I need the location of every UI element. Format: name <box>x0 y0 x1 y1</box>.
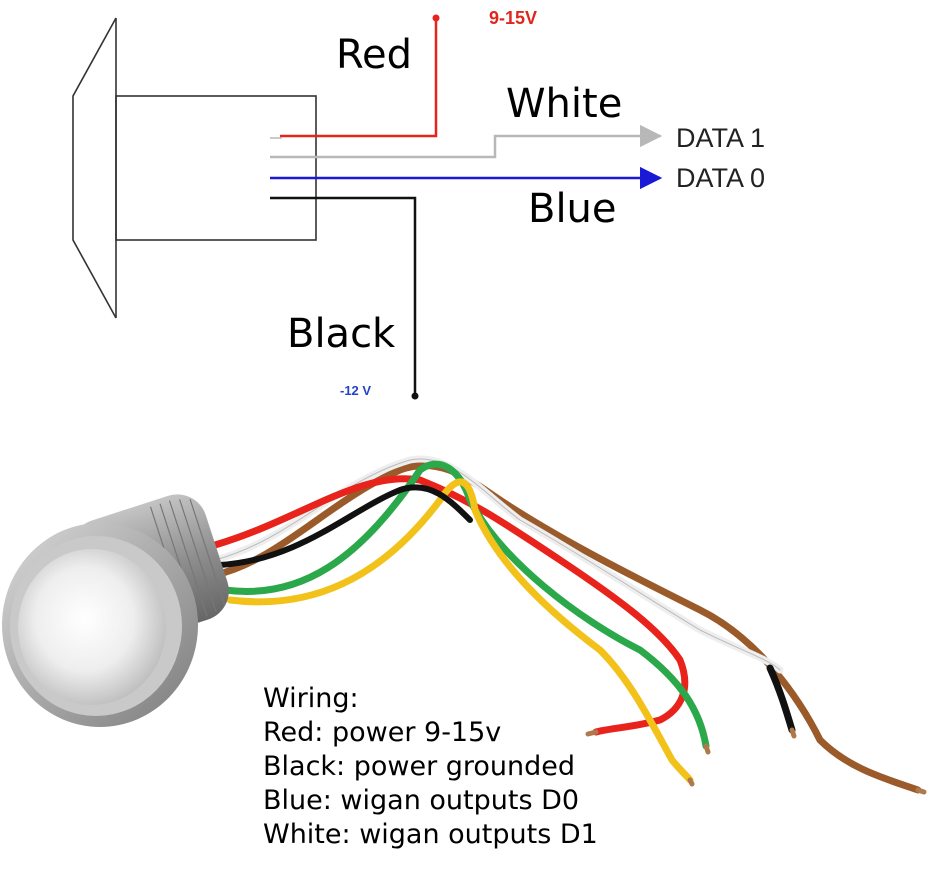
wiring-note-blue: Blue: wigan outputs D0 <box>263 785 580 816</box>
data0-label: DATA 0 <box>676 163 765 193</box>
white-wire <box>270 124 663 159</box>
ground-voltage-label: -12 V <box>340 383 371 398</box>
blue-wire-label: Blue <box>528 186 617 232</box>
button-side-outline <box>72 17 317 319</box>
push-button-photo <box>2 494 229 727</box>
wiring-note-red: Red: power 9-15v <box>263 717 502 748</box>
white-wire-label: White <box>506 81 622 127</box>
wiring-note-white: White: wigan outputs D1 <box>263 819 598 850</box>
wire-tips <box>585 727 927 795</box>
wire-bundle <box>211 455 922 794</box>
data1-label: DATA 1 <box>676 123 765 153</box>
supply-voltage-label: 9-15V <box>489 8 537 28</box>
wiring-notes: Wiring: Red: power 9-15v Black: power gr… <box>263 682 823 852</box>
wiring-notes-heading: Wiring: <box>263 683 359 714</box>
red-wire-label: Red <box>336 32 412 78</box>
black-wire <box>270 196 419 400</box>
red-wire <box>280 14 440 138</box>
black-wire-label: Black <box>287 311 396 357</box>
wiring-note-black: Black: power grounded <box>263 751 576 782</box>
